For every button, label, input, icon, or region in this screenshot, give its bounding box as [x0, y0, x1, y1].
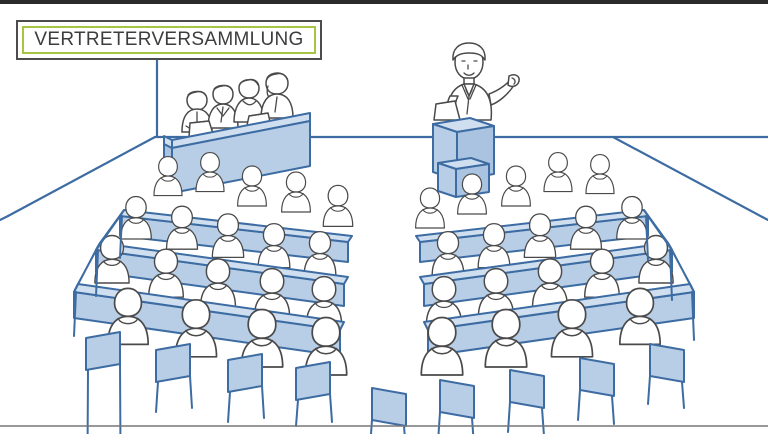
head-table: [163, 72, 311, 194]
list-item: [322, 184, 354, 228]
room-right-floor-line: [611, 135, 768, 222]
panel-person-4: [260, 72, 294, 119]
list-item: [585, 154, 615, 195]
lectern-laptop: [433, 100, 461, 121]
left-front-chairs: [85, 331, 333, 434]
title-banner: VERTRETERVERSAMMLUNG: [16, 20, 322, 60]
room-left-floor-line-dash: [0, 214, 10, 222]
list-item: [501, 165, 532, 207]
room-left-floor-line: [6, 135, 157, 218]
speaker-group: [432, 42, 520, 198]
title-banner-inner-frame: VERTRETERVERSAMMLUNG: [22, 26, 316, 54]
list-item: [415, 187, 445, 229]
list-item: [281, 171, 311, 213]
left-block-side-rail-2: [73, 242, 101, 293]
audience-block-left: [73, 152, 354, 434]
right-block-side-rail-2: [667, 242, 695, 293]
page-title: VERTRETERVERSAMMLUNG: [34, 29, 304, 50]
list-item: [543, 152, 573, 193]
audience-block-right: [369, 152, 695, 434]
top-edge-bar: [0, 0, 768, 4]
speaker-figure: [446, 42, 520, 121]
panel-person-2: [207, 84, 239, 129]
room-shell: [0, 58, 768, 222]
right-front-chairs: [369, 343, 685, 434]
head-table-side-top: [163, 135, 173, 149]
lectern-base-front-left: [437, 162, 457, 198]
